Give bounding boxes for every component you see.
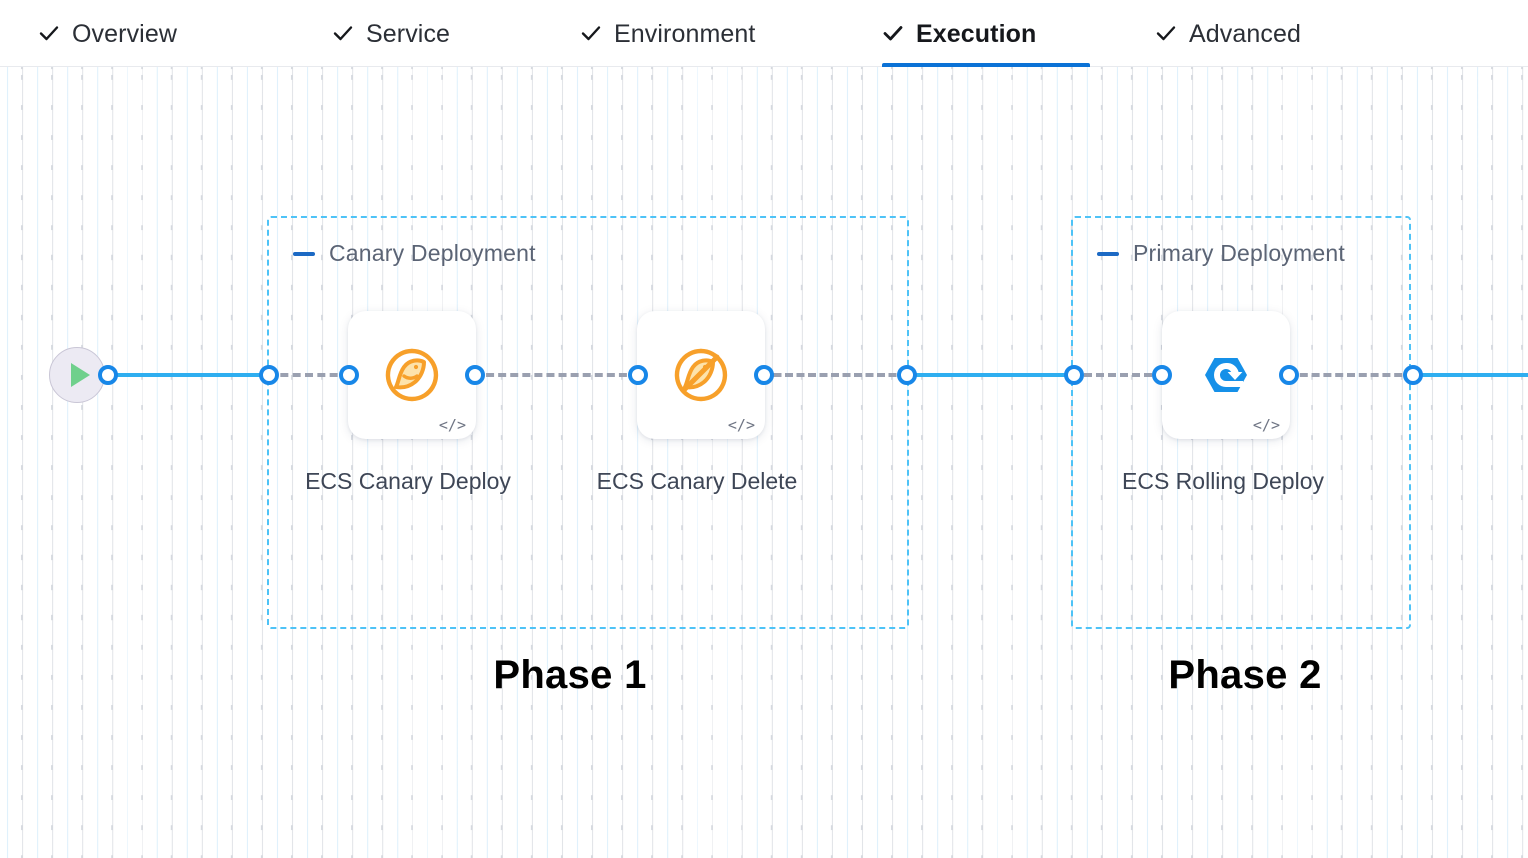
tab-service[interactable]: Service	[332, 0, 450, 67]
check-icon	[882, 22, 904, 44]
group-header: Primary Deployment	[1097, 242, 1345, 265]
tab-label: Execution	[916, 19, 1037, 48]
play-icon	[70, 363, 90, 387]
tab-advanced[interactable]: Advanced	[1155, 0, 1301, 67]
check-icon	[580, 22, 602, 44]
port-rolling-deploy-out[interactable]	[1279, 365, 1299, 385]
edge-delete-to-canary-group-exit	[762, 373, 908, 377]
group-primary-deployment[interactable]: Primary Deployment	[1071, 216, 1411, 629]
port-canary-delete-in[interactable]	[628, 365, 648, 385]
group-canary-deployment[interactable]: Canary Deployment	[267, 216, 909, 629]
edge-start-to-canary-group	[108, 373, 270, 377]
edge-primary-group-to-rolling	[1072, 373, 1164, 377]
annotation-phase-2: Phase 2	[1168, 653, 1322, 697]
pipeline-start-node[interactable]	[49, 347, 105, 403]
pipeline-graph: Canary Deployment Primary Deployment	[0, 67, 1528, 858]
node-ecs-canary-deploy[interactable]: </>	[348, 311, 476, 439]
wizard-tab-bar: Overview Service Environment Execution	[0, 0, 1528, 67]
node-ecs-canary-delete[interactable]: </>	[637, 311, 765, 439]
node-label-ecs-rolling-deploy: ECS Rolling Deploy	[1122, 468, 1324, 494]
port-canary-group-in[interactable]	[259, 365, 279, 385]
code-icon[interactable]: </>	[1252, 416, 1280, 434]
port-canary-deploy-out[interactable]	[465, 365, 485, 385]
edge-primary-group-to-next	[1412, 373, 1528, 377]
minus-icon[interactable]	[1097, 251, 1119, 256]
tab-label: Overview	[72, 19, 177, 48]
annotation-phase-1: Phase 1	[493, 653, 647, 697]
check-icon	[38, 22, 60, 44]
port-canary-delete-out[interactable]	[754, 365, 774, 385]
code-icon[interactable]: </>	[438, 416, 466, 434]
port-start-out[interactable]	[98, 365, 118, 385]
port-primary-group-in[interactable]	[1064, 365, 1084, 385]
port-rolling-deploy-in[interactable]	[1152, 365, 1172, 385]
node-label-ecs-canary-deploy: ECS Canary Deploy	[305, 468, 511, 494]
edge-canary-group-to-deploy	[268, 373, 350, 377]
tab-label: Environment	[614, 19, 756, 48]
node-ecs-rolling-deploy[interactable]: </>	[1162, 311, 1290, 439]
canary-bird-icon	[383, 346, 441, 404]
pipeline-canvas[interactable]: Canary Deployment Primary Deployment	[0, 67, 1528, 858]
check-icon	[1155, 22, 1177, 44]
group-title: Primary Deployment	[1133, 240, 1345, 266]
edge-deploy-to-delete	[474, 373, 639, 377]
rolling-deploy-icon	[1197, 346, 1255, 404]
tab-overview[interactable]: Overview	[38, 0, 177, 67]
group-header: Canary Deployment	[293, 242, 536, 265]
canary-bird-delete-icon	[672, 346, 730, 404]
tab-label: Advanced	[1189, 19, 1301, 48]
minus-icon[interactable]	[293, 251, 315, 256]
node-label-ecs-canary-delete: ECS Canary Delete	[596, 468, 798, 494]
code-icon[interactable]: </>	[727, 416, 755, 434]
check-icon	[332, 22, 354, 44]
tab-environment[interactable]: Environment	[580, 0, 755, 67]
port-primary-group-out[interactable]	[1403, 365, 1423, 385]
edge-rolling-to-primary-group-exit	[1288, 373, 1414, 377]
group-title: Canary Deployment	[329, 240, 536, 266]
port-canary-deploy-in[interactable]	[339, 365, 359, 385]
port-canary-group-out[interactable]	[897, 365, 917, 385]
tab-active-underline	[882, 62, 1090, 67]
tab-execution[interactable]: Execution	[882, 0, 1090, 67]
tab-label: Service	[366, 19, 451, 48]
edge-canary-group-to-primary-group	[906, 373, 1074, 377]
